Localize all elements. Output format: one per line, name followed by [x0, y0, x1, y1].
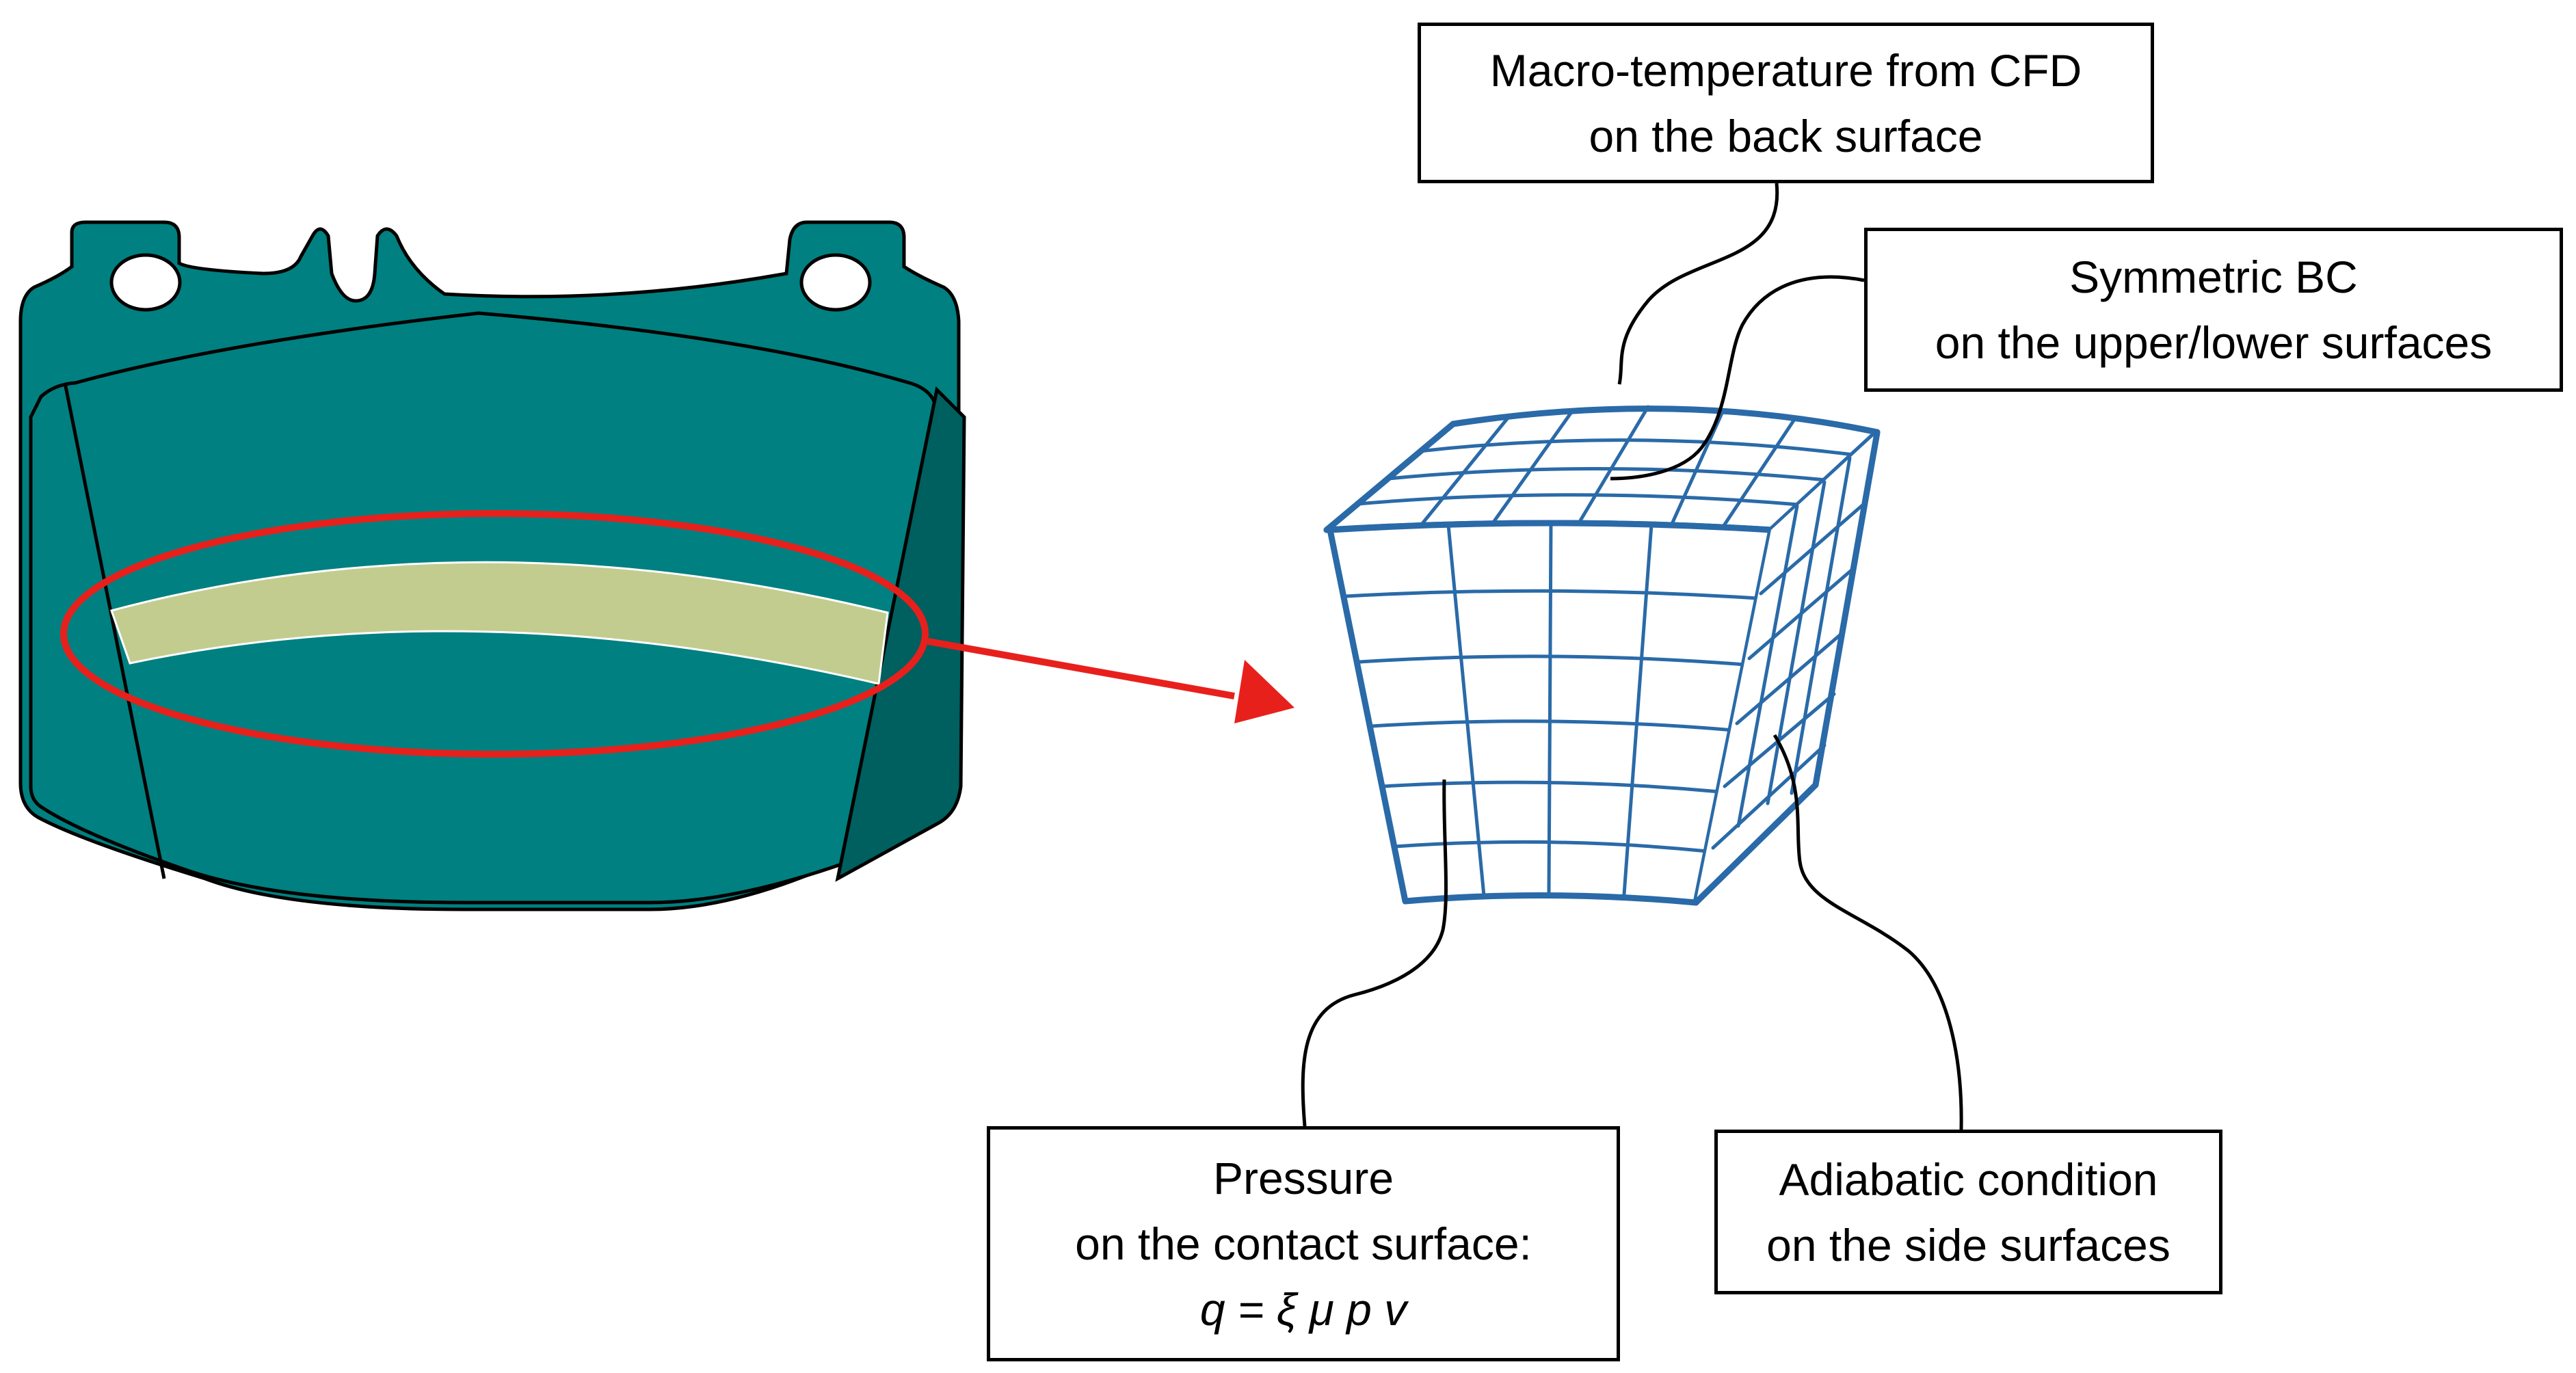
label-pressure-line2: on the contact surface: [1075, 1218, 1532, 1269]
leader-line-bottom-right [1772, 734, 1963, 1130]
mounting-hole-left [109, 253, 182, 312]
label-macro-temperature: Macro-temperature from CFD on the back s… [1418, 23, 2154, 183]
brake-pad [18, 220, 966, 911]
friction-right-chamfer [835, 386, 966, 882]
label-adiabatic-line1: Adiabatic condition [1779, 1154, 2158, 1205]
mounting-hole-right [799, 253, 872, 312]
highlight [60, 510, 1294, 758]
mesh-block [1323, 405, 1881, 906]
label-symmetric-bc: Symmetric BC on the upper/lower surfaces [1864, 228, 2563, 392]
label-adiabatic: Adiabatic condition on the side surfaces [1714, 1130, 2222, 1294]
label-pressure: Pressure on the contact surface: q = ξ μ… [987, 1126, 1620, 1361]
label-symmetric-bc-line1: Symmetric BC [2069, 252, 2358, 302]
label-symmetric-bc-line2: on the upper/lower surfaces [1935, 317, 2493, 368]
friction-band [110, 561, 889, 685]
label-adiabatic-line2: on the side surfaces [1766, 1219, 2170, 1270]
heat-flux-formula: q = ξ μ p v [1199, 1284, 1407, 1335]
label-macro-temperature-line1: Macro-temperature from CFD [1489, 44, 2082, 96]
label-macro-temperature-line2: on the back surface [1589, 110, 1983, 161]
leader-lines [1301, 183, 1963, 1130]
highlight-arrow-shaft [927, 638, 1235, 699]
leader-line-right [1610, 275, 1865, 481]
leader-line-top [1617, 183, 1779, 385]
highlight-arrowhead [1234, 660, 1294, 723]
leader-line-bottom-left [1301, 779, 1448, 1127]
label-pressure-line1: Pressure [1212, 1153, 1394, 1203]
chamfer-line-left [63, 382, 166, 879]
mesh-front-face [1327, 520, 1775, 906]
mesh-side-face [1692, 429, 1881, 906]
highlight-ellipse [60, 510, 929, 758]
